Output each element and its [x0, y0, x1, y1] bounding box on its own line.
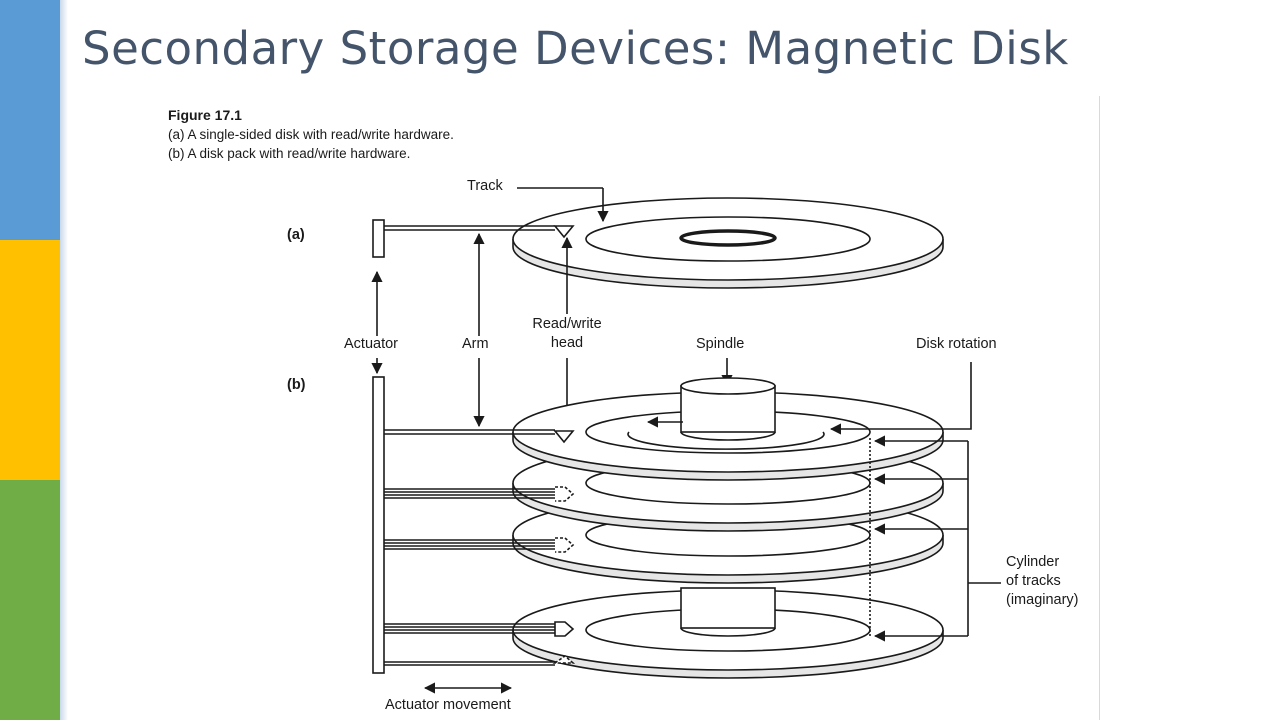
actuator-movement-label: Actuator movement [385, 697, 511, 713]
read-write-head-b [553, 430, 575, 444]
inner-track [627, 431, 825, 450]
arm-label: Arm [462, 336, 489, 352]
read-write-head-label: Read/write head [515, 315, 619, 353]
read-write-label-line1: Read/write [532, 316, 602, 332]
read-write-head-a [553, 225, 575, 239]
head-pair-4 [554, 621, 575, 637]
arm-b-3 [384, 539, 555, 550]
actuator-b [372, 376, 385, 674]
arm-b-2 [384, 488, 555, 499]
disk-rotation-label: Disk rotation [916, 336, 997, 352]
accent-bar-yellow [0, 240, 60, 480]
arm-a [384, 225, 555, 231]
cylinder-label-line3: (imaginary) [1006, 592, 1079, 608]
platter-4 [512, 589, 944, 679]
disk-figure: Figure 17.1 (a) A single-sided disk with… [163, 96, 1100, 720]
arm-b-4 [384, 623, 555, 634]
spindle-lower [680, 587, 776, 637]
spindle-label: Spindle [696, 336, 745, 352]
disk-rotation-arrow [829, 362, 972, 435]
head-pair-3 [555, 537, 575, 553]
slide-title: Secondary Storage Devices: Magnetic Disk [82, 22, 1069, 75]
read-write-label-line2: head [550, 335, 584, 351]
accent-bar-blue [0, 0, 60, 240]
cylinder-label-line1: Cylinder [1006, 554, 1060, 570]
arm-b-top [384, 429, 555, 435]
figure-caption-a: (a) A single-sided disk with read/write … [168, 127, 454, 142]
actuator-a [372, 219, 385, 258]
track-label: Track [467, 178, 503, 194]
cylinder-bracket [873, 435, 1001, 642]
spindle-upper [680, 377, 776, 441]
read-write-head-bottom [552, 654, 576, 664]
single-disk-platter [512, 197, 944, 289]
arm-b-bottom [384, 661, 555, 666]
part-b-label: (b) [287, 377, 306, 393]
figure-caption: Figure 17.1 (a) A single-sided disk with… [168, 106, 454, 163]
accent-bar-shadow [60, 0, 68, 720]
cylinder-label-line2: of tracks [1006, 573, 1061, 589]
disk-diagram [371, 187, 1001, 694]
actuator-label: Actuator [344, 336, 398, 352]
figure-caption-title: Figure 17.1 [168, 107, 242, 123]
figure-caption-b: (b) A disk pack with read/write hardware… [168, 146, 411, 161]
accent-bar-green [0, 480, 60, 720]
part-a-label: (a) [287, 227, 305, 243]
cylinder-label: Cylinder of tracks (imaginary) [1006, 553, 1079, 610]
head-pair-2 [555, 486, 575, 502]
